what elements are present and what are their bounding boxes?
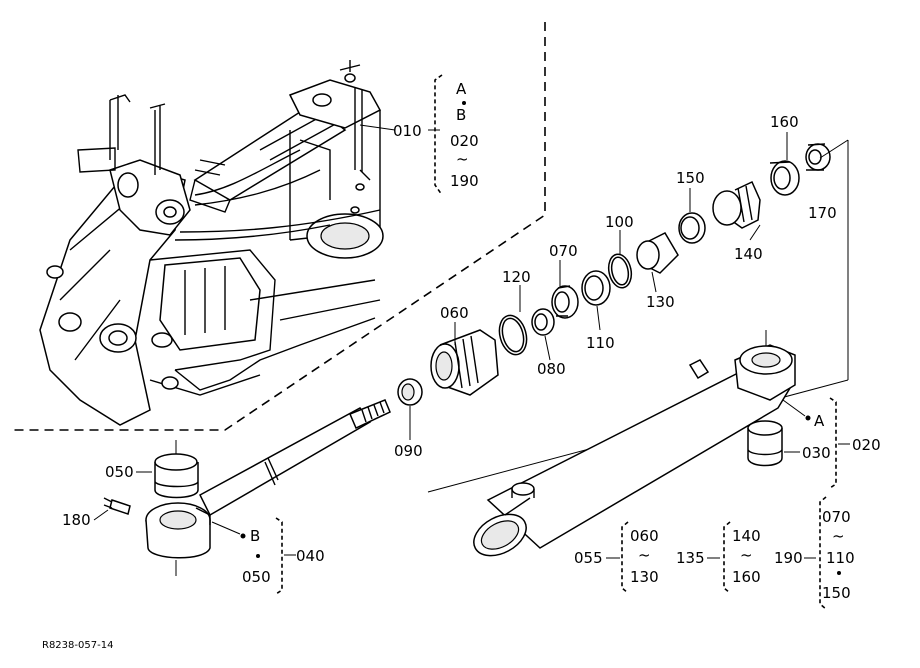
leader-lines xyxy=(409,132,788,440)
callout-090: 090 xyxy=(394,442,423,460)
seal-kit-parts xyxy=(397,143,831,406)
callout-040: 040 xyxy=(296,547,325,565)
ref-b-label: B xyxy=(250,527,260,545)
range-tilde-055: ~ xyxy=(638,546,651,564)
callout-135-range-start: 140 xyxy=(732,527,761,545)
bracket-a-label: A xyxy=(456,80,467,98)
frame-assembly-drawing xyxy=(10,22,546,431)
callout-055-range-start: 060 xyxy=(630,527,659,545)
bracket-b-label: B xyxy=(456,106,466,124)
bracket-dot-1 xyxy=(462,101,466,105)
callout-190-range-end: 150 xyxy=(822,584,851,602)
callout-020-range-start: 020 xyxy=(450,132,479,150)
bracket-dot-2 xyxy=(256,554,260,558)
document-code: R8238-057-14 xyxy=(42,640,113,651)
callout-180: 180 xyxy=(62,511,91,529)
range-tilde-190: ~ xyxy=(832,527,845,545)
range-tilde-1: ~ xyxy=(456,150,469,168)
callout-100: 100 xyxy=(605,213,634,231)
callout-190-range-start: 070 xyxy=(822,508,851,526)
callout-190-range-end: 190 xyxy=(450,172,479,190)
callout-190-range-mid: 110 xyxy=(826,549,855,567)
bracket-dot-3 xyxy=(837,571,841,575)
callout-055: 055 xyxy=(574,549,603,567)
ref-a-label: A xyxy=(814,412,825,430)
ref-dot-b xyxy=(240,533,246,539)
ref-dot-a xyxy=(805,415,811,421)
cylinder-tube xyxy=(427,139,849,557)
callout-110: 110 xyxy=(586,334,615,352)
callout-160: 160 xyxy=(770,113,799,131)
callout-135: 135 xyxy=(676,549,705,567)
callout-030: 030 xyxy=(802,444,831,462)
range-tilde-135: ~ xyxy=(740,546,753,564)
callout-170: 170 xyxy=(808,204,837,222)
callout-055-range-end: 130 xyxy=(630,568,659,586)
callout-135-range-end: 160 xyxy=(732,568,761,586)
callout-010: 010 xyxy=(393,122,422,140)
callout-020: 020 xyxy=(852,436,881,454)
callout-050-lower: 050 xyxy=(242,568,271,586)
callout-190: 190 xyxy=(774,549,803,567)
callout-010-group xyxy=(359,74,443,196)
callout-080: 080 xyxy=(537,360,566,378)
callout-130: 130 xyxy=(646,293,675,311)
callout-070: 070 xyxy=(549,242,578,260)
callout-060: 060 xyxy=(440,304,469,322)
callout-150: 150 xyxy=(676,169,705,187)
piston-rod-assembly xyxy=(103,399,391,576)
callout-120: 120 xyxy=(502,268,531,286)
callout-050-upper: 050 xyxy=(105,463,134,481)
callout-140: 140 xyxy=(734,245,763,263)
